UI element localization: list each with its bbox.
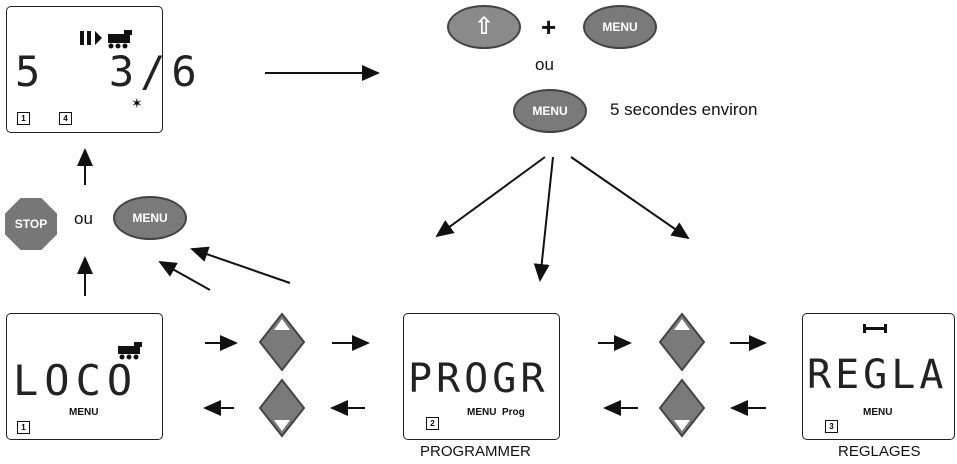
loco-icon bbox=[118, 342, 142, 360]
caption-programmer: PROGRAMMER bbox=[420, 443, 531, 460]
sun-icon: ✶ bbox=[131, 95, 143, 111]
indicator-3: 3 bbox=[825, 420, 838, 433]
ou-label-top: ou bbox=[535, 55, 554, 74]
menu-button-left[interactable]: MENU bbox=[113, 196, 187, 240]
indicator-4: 4 bbox=[59, 112, 72, 125]
up-button-2[interactable] bbox=[658, 312, 706, 372]
ou-label-left: ou bbox=[74, 209, 93, 228]
indicator-1b: 1 bbox=[17, 421, 30, 434]
indicator-1: 1 bbox=[17, 112, 30, 125]
lcd-loco-text: LOCO bbox=[13, 356, 139, 405]
down-button-1[interactable] bbox=[258, 378, 306, 438]
lcd-regla-sub: MENU bbox=[863, 407, 893, 418]
menu-button-hold[interactable]: MENU bbox=[513, 89, 587, 133]
arrow-to-right bbox=[570, 156, 690, 240]
plus-sign: + bbox=[541, 12, 557, 42]
arrow-to-progr bbox=[533, 156, 554, 282]
down-button-2[interactable] bbox=[658, 378, 706, 438]
seconds-label: 5 secondes environ bbox=[610, 100, 758, 119]
lcd-progr-sub: MENU Prog bbox=[467, 407, 525, 418]
pause-play-loco-icon bbox=[80, 30, 132, 49]
arrow-back-1 bbox=[158, 261, 211, 291]
shift-button[interactable]: ⇧ bbox=[447, 5, 521, 49]
arrow-back-2 bbox=[190, 246, 291, 284]
lcd-progr: PROGR MENU Prog 2 bbox=[403, 313, 560, 440]
menu-button-top[interactable]: MENU bbox=[583, 5, 657, 49]
lcd-progr-text: PROGR bbox=[408, 356, 549, 402]
wrench-icon bbox=[863, 324, 887, 333]
lcd-regla-text: REGLA bbox=[807, 352, 948, 398]
lcd-loco: LOCO MENU 1 bbox=[6, 313, 163, 440]
lcd-loco-sub: MENU bbox=[69, 407, 99, 418]
lcd-top: 5 3/6 ✶ 1 4 bbox=[6, 6, 197, 133]
up-button-1[interactable] bbox=[258, 312, 306, 372]
stop-button[interactable]: STOP bbox=[5, 198, 57, 250]
caption-reglages: REGLAGES bbox=[838, 443, 921, 460]
indicator-2: 2 bbox=[426, 417, 439, 430]
arrow-to-left bbox=[435, 156, 546, 238]
lcd-regla: REGLA MENU 3 bbox=[802, 313, 955, 440]
lcd-top-text: 5 3/6 bbox=[15, 47, 203, 96]
